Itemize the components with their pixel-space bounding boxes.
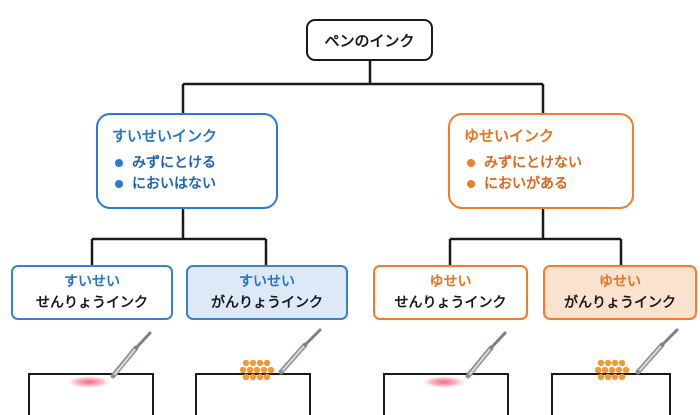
leaf-water-pigment-ink: すいせい がんりょうインク — [186, 265, 348, 320]
bullet-dot-icon — [115, 159, 123, 167]
water-ink-bullet-text: においはない — [132, 176, 216, 192]
leaf-water-dye-ink: すいせい せんりょうインク — [11, 265, 173, 320]
paper-pigment-dots-4 — [551, 359, 671, 415]
root-node-pen-ink: ペンのインク — [306, 19, 433, 61]
leaf-type-label: ゆせい — [429, 273, 472, 290]
water-ink-bullet: みずにとける — [112, 153, 262, 174]
leaf-ink-label: がんりょうインク — [211, 294, 323, 311]
leaf-oil-pigment-ink: ゆせい がんりょうインク — [543, 265, 697, 320]
leaf-type-label: ゆせい — [599, 273, 641, 290]
root-label: ペンのインク — [324, 31, 415, 50]
bullet-dot-icon — [115, 180, 123, 188]
leaf-ink-label: せんりょうインク — [394, 294, 507, 311]
oil-ink-bullet: みずにとけない — [464, 153, 618, 174]
oil-ink-title: ゆせいインク — [464, 127, 555, 145]
oil-ink-bullet-text: においがある — [484, 176, 568, 192]
water-ink-bullet: においはない — [112, 174, 262, 195]
oil-ink-bullet: においがある — [464, 174, 618, 195]
water-ink-title: すいせいインク — [112, 127, 218, 145]
leaf-ink-label: がんりょうインク — [564, 294, 676, 311]
pen-icon — [465, 331, 507, 379]
paper-dye-smudge-1 — [28, 373, 154, 415]
water-based-ink-node: すいせいインク みずにとける においはない — [96, 113, 278, 209]
bullet-dot-icon — [467, 180, 475, 188]
water-ink-bullet-text: みずにとける — [132, 155, 216, 171]
oil-based-ink-node: ゆせいインク みずにとけない においがある — [448, 113, 634, 209]
pen-icon — [278, 328, 322, 375]
bullet-dot-icon — [467, 159, 475, 167]
leaf-type-label: すいせい — [239, 273, 295, 290]
pen-icon — [110, 331, 152, 379]
paper-dye-smudge-3 — [383, 373, 509, 415]
pen-icon — [635, 328, 679, 375]
leaf-ink-label: せんりょうインク — [36, 294, 148, 311]
paper-pigment-dots-2 — [195, 359, 311, 415]
leaf-oil-dye-ink: ゆせい せんりょうインク — [373, 265, 528, 320]
leaf-type-label: すいせい — [64, 273, 120, 290]
oil-ink-bullet-text: みずにとけない — [484, 155, 582, 171]
